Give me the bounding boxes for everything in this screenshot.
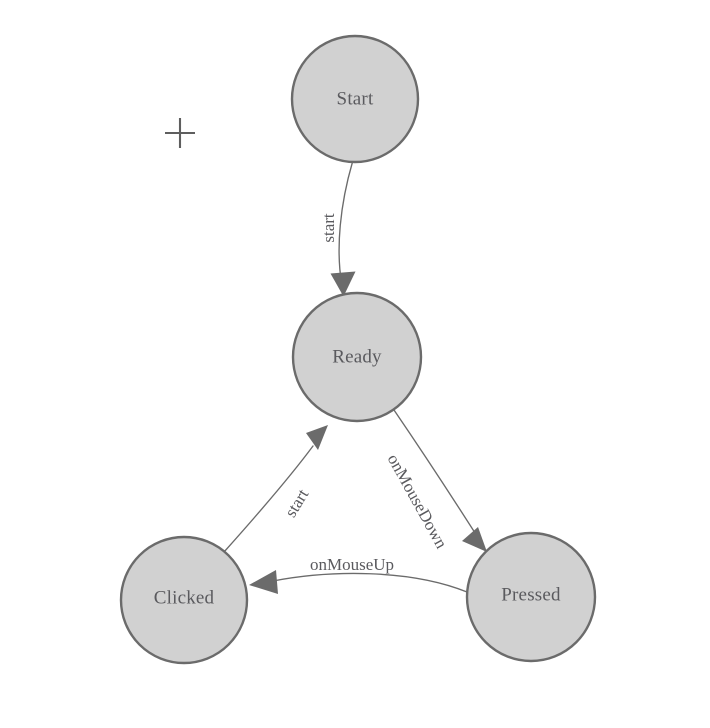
node-ready[interactable]: Ready: [291, 291, 423, 423]
arrowhead-pressed-to-clicked: [249, 570, 278, 594]
edge-path-clicked-to-ready[interactable]: [223, 445, 314, 553]
arrowhead-clicked-to-ready: [306, 425, 328, 450]
edge-label-start-to-ready: start: [319, 213, 338, 243]
edge-clicked-to-ready[interactable]: [223, 425, 328, 553]
node-start[interactable]: Start: [290, 34, 420, 164]
node-ready-label: Ready: [332, 346, 382, 367]
edge-label-clicked-to-ready: start: [281, 486, 313, 521]
arrowhead-ready-to-pressed: [462, 527, 487, 552]
node-ready-circle[interactable]: [291, 291, 423, 423]
node-pressed-label: Pressed: [501, 584, 561, 605]
edge-path-start-to-ready[interactable]: [338, 161, 354, 284]
arrowhead-start-to-ready: [330, 271, 356, 297]
node-clicked-label: Clicked: [154, 587, 215, 608]
node-clicked[interactable]: Clicked: [119, 535, 249, 665]
edge-path-pressed-to-clicked[interactable]: [272, 572, 468, 593]
edge-label-ready-to-pressed: onMouseDown: [384, 451, 452, 552]
edge-start-to-ready[interactable]: [330, 161, 356, 297]
node-start-circle[interactable]: [290, 34, 420, 164]
edge-path-ready-to-pressed[interactable]: [393, 409, 478, 537]
node-pressed-circle[interactable]: [465, 531, 597, 663]
node-clicked-circle[interactable]: [119, 535, 249, 665]
edge-label-pressed-to-clicked: onMouseUp: [310, 555, 394, 574]
edge-pressed-to-clicked[interactable]: [249, 570, 468, 594]
node-start-label: Start: [337, 88, 374, 109]
node-pressed[interactable]: Pressed: [465, 531, 597, 663]
plus-marker-icon: [165, 118, 195, 148]
edge-ready-to-pressed[interactable]: [393, 409, 487, 552]
